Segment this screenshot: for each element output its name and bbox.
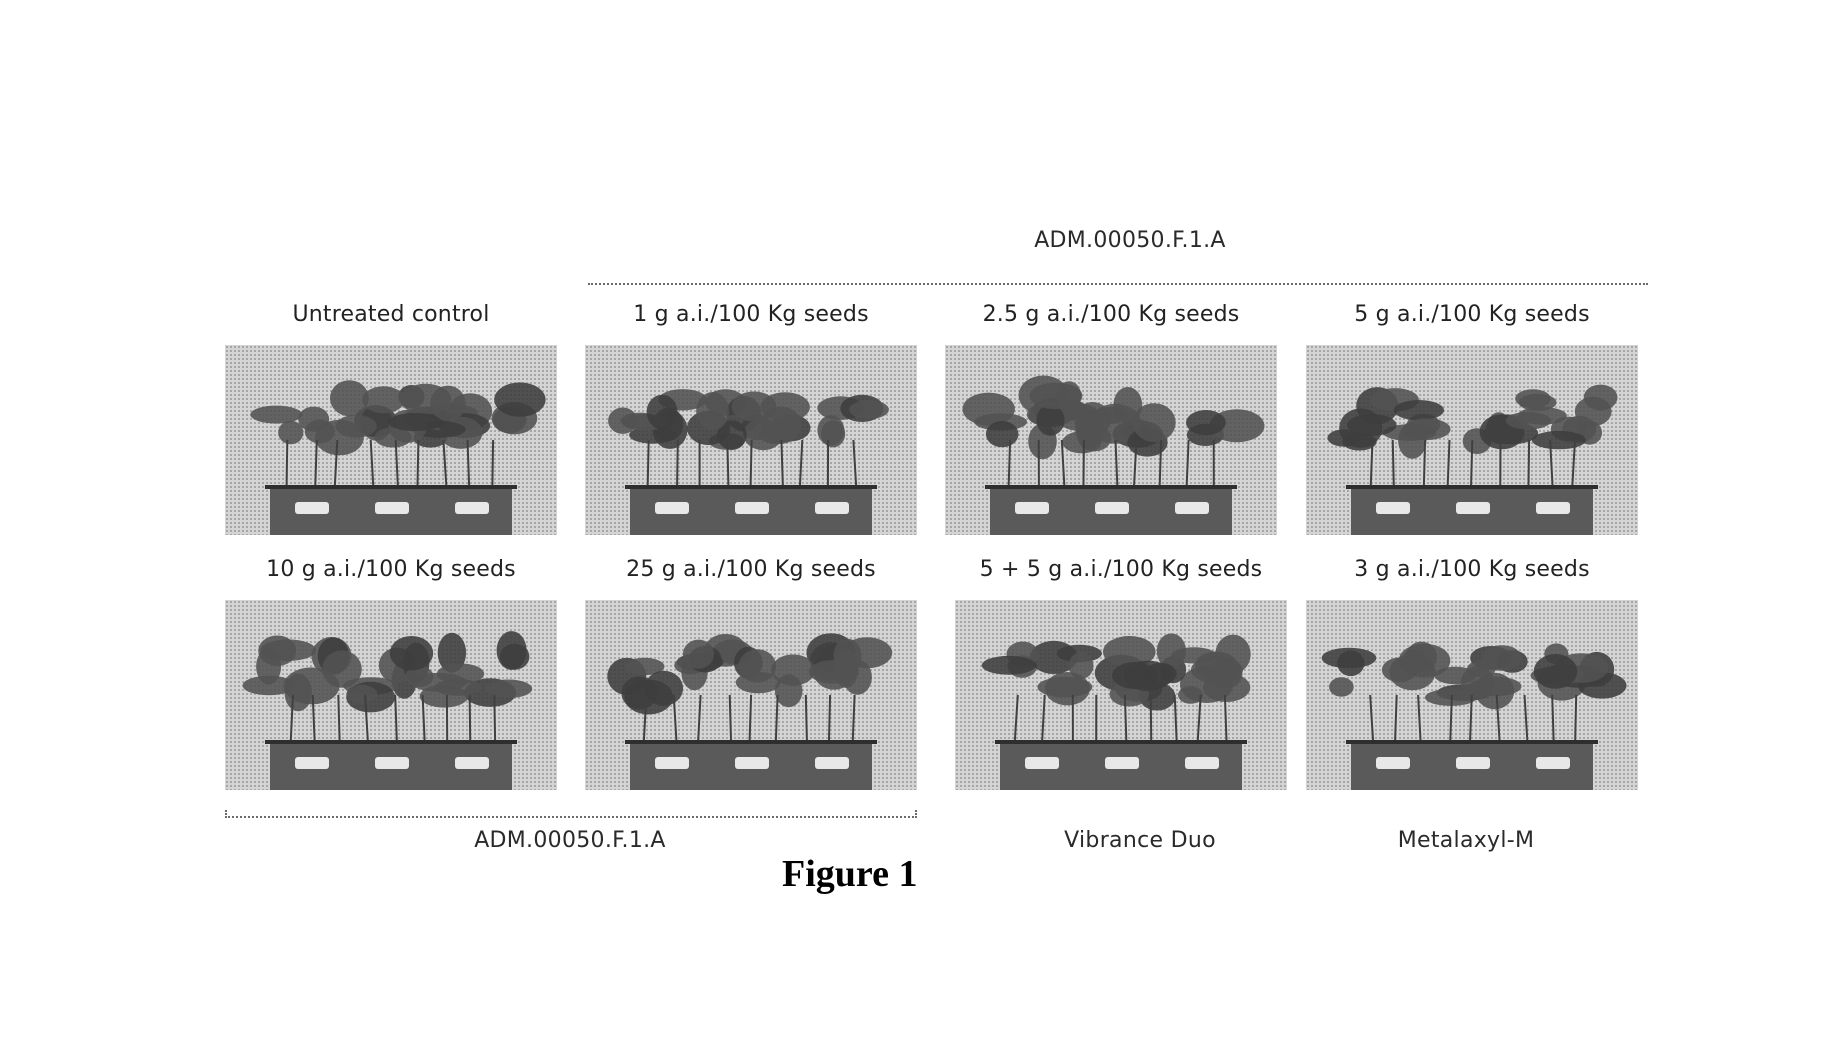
photo-3g	[1306, 600, 1638, 790]
plant-tray-illustration	[962, 375, 1265, 535]
photo-1g	[585, 345, 917, 535]
plant-tray-illustration	[1321, 641, 1627, 790]
photo-untreated-control	[225, 345, 557, 535]
panel-label-10g: 10 g a.i./100 Kg seeds	[266, 557, 516, 582]
top-group-bracket	[588, 283, 1648, 285]
plant-tray-illustration	[250, 380, 546, 535]
photo-2-5g	[945, 345, 1277, 535]
bottom-group-bracket	[225, 810, 917, 818]
plant-tray-illustration	[242, 631, 533, 790]
panel-label-5g: 5 g a.i./100 Kg seeds	[1354, 302, 1590, 327]
panel-label-3g: 3 g a.i./100 Kg seeds	[1354, 557, 1590, 582]
photo-5g	[1306, 345, 1638, 535]
photo-10g	[225, 600, 557, 790]
panel-label-1g: 1 g a.i./100 Kg seeds	[633, 302, 869, 327]
panel-label-25g: 25 g a.i./100 Kg seeds	[626, 557, 876, 582]
reference-label-metalaxyl-m: Metalaxyl-M	[1397, 828, 1535, 853]
plant-tray-illustration	[981, 633, 1251, 790]
figure-caption: Figure 1	[782, 853, 918, 895]
reference-label-vibrance-duo: Vibrance Duo	[1064, 828, 1216, 853]
top-group-label: ADM.00050.F.1.A	[1034, 228, 1226, 253]
photo-5-plus-5g	[955, 600, 1287, 790]
bottom-group-label: ADM.00050.F.1.A	[474, 828, 666, 853]
photo-25g	[585, 600, 917, 790]
panel-label-untreated-control: Untreated control	[292, 302, 490, 327]
plant-tray-illustration	[607, 633, 893, 790]
panel-label-2-5g: 2.5 g a.i./100 Kg seeds	[982, 302, 1240, 327]
panel-label-5-plus-5g: 5 + 5 g a.i./100 Kg seeds	[979, 557, 1263, 582]
plant-tray-illustration	[1327, 384, 1618, 535]
plant-tray-illustration	[608, 389, 889, 535]
